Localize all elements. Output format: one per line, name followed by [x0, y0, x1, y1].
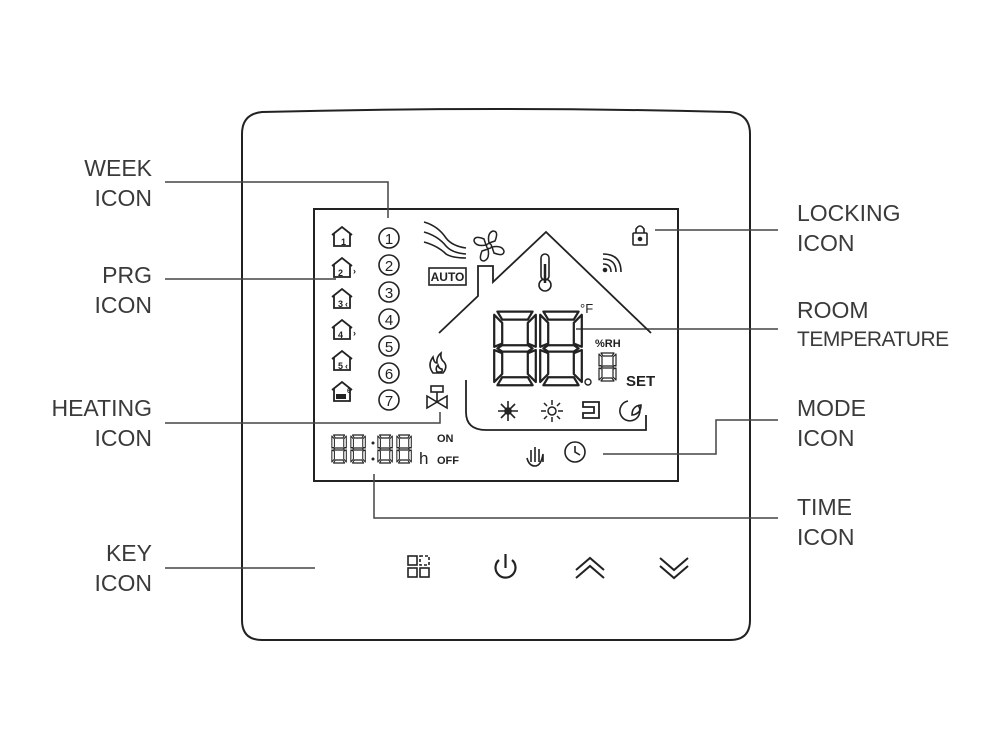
- week-day-4: 4: [378, 308, 400, 330]
- time-callout: TIME ICON: [797, 492, 977, 552]
- power-key[interactable]: [494, 554, 517, 579]
- house-outline: [438, 230, 652, 431]
- svg-text:2: 2: [385, 258, 393, 275]
- on-label: ON: [437, 433, 454, 445]
- time-digits: [331, 434, 412, 464]
- svg-text:7: 7: [385, 393, 393, 410]
- menu-key[interactable]: [407, 555, 430, 578]
- heating-callout-line1: HEATING: [51, 395, 152, 421]
- chevron-down-icon: [659, 557, 689, 580]
- svg-text:3: 3: [385, 285, 393, 302]
- mode-callout: MODE ICON: [797, 393, 977, 453]
- week-day-1: 1: [378, 227, 400, 249]
- chevron-up-icon: [575, 556, 605, 579]
- key-callout-line1: KEY: [105, 540, 152, 566]
- off-label: OFF: [437, 455, 459, 467]
- svg-text:1: 1: [341, 237, 346, 247]
- week-day-3: 3: [378, 281, 400, 303]
- prg-callout-line2: ICON: [94, 292, 153, 318]
- prg-callout-line1: PRG: [102, 262, 152, 288]
- svg-text:6: 6: [347, 388, 351, 395]
- key-callout-line2: ICON: [94, 570, 153, 596]
- auto-badge: [428, 267, 467, 286]
- week-day-7: 7: [378, 389, 400, 411]
- snowflake-icon: [498, 401, 518, 421]
- thermometer-icon: [538, 253, 552, 292]
- svg-text:5: 5: [385, 339, 393, 356]
- up-key[interactable]: [575, 556, 605, 579]
- svg-text:1: 1: [385, 231, 393, 248]
- time-callout-line1: TIME: [797, 494, 852, 520]
- prg-6-icon: 6: [331, 381, 353, 402]
- locking-callout-line2: ICON: [797, 230, 855, 256]
- heating-valve-icon: [426, 385, 448, 410]
- humidity-label: %RH: [595, 338, 621, 350]
- leader-lines: [165, 181, 778, 569]
- time-callout-line2: ICON: [797, 524, 855, 550]
- room-temperature-digits: [493, 310, 617, 387]
- room-callout-line2: TEMPERATURE: [797, 328, 949, 351]
- signal-icon: [602, 253, 622, 273]
- week-callout-line1: WEEK: [84, 155, 152, 181]
- svg-text:5: 5: [338, 361, 343, 371]
- heating-callout-line2: ICON: [94, 425, 153, 451]
- week-day-2: 2: [378, 254, 400, 276]
- prg-1-icon: 1: [331, 226, 353, 247]
- week-callout-line2: ICON: [94, 185, 153, 211]
- week-day-6: 6: [378, 362, 400, 384]
- down-key[interactable]: [659, 557, 689, 580]
- wind-icon: [423, 221, 467, 259]
- decimal-point: [584, 378, 592, 386]
- svg-text:‹: ‹: [345, 299, 348, 309]
- mode-callout-line2: ICON: [797, 425, 855, 451]
- lock-icon: [632, 225, 648, 246]
- week-icons: 1 2 3 4 5 6 7: [378, 227, 400, 411]
- locking-callout-line1: LOCKING: [797, 200, 901, 226]
- room-callout-line1: ROOM: [797, 297, 869, 323]
- menu-icon: [407, 555, 430, 578]
- prg-5-icon: 5‹: [331, 350, 353, 371]
- prg-4-icon: 4›: [331, 319, 356, 340]
- svg-text:›: ›: [353, 266, 356, 276]
- locking-callout: LOCKING ICON: [797, 198, 977, 258]
- degree-unit: °F: [580, 301, 593, 316]
- flame-icon: [429, 351, 447, 374]
- svg-text:›: ›: [353, 328, 356, 338]
- heater-icon: [582, 401, 600, 419]
- week-day-5: 5: [378, 335, 400, 357]
- svg-text:4: 4: [385, 312, 393, 329]
- prg-callout: PRG ICON: [40, 260, 153, 320]
- hour-unit: h: [419, 449, 428, 468]
- svg-text:2: 2: [338, 268, 343, 278]
- sun-icon: [541, 400, 563, 422]
- prg-icons: 1 2› 3‹ 4› 5‹ 6: [331, 226, 356, 402]
- svg-text:3: 3: [338, 299, 343, 309]
- prg-2-icon: 2›: [331, 257, 356, 278]
- room-callout: ROOM TEMPERATURE: [797, 295, 997, 355]
- auto-label: AUTO: [431, 270, 465, 284]
- eco-icon: [619, 400, 642, 422]
- heating-callout: HEATING ICON: [20, 393, 152, 453]
- key-callout: KEY ICON: [40, 538, 153, 598]
- fan-icon: [473, 230, 505, 262]
- svg-text:4: 4: [338, 330, 343, 340]
- prg-3-icon: 3‹: [331, 288, 353, 309]
- week-callout: WEEK ICON: [40, 153, 152, 213]
- mode-callout-line1: MODE: [797, 395, 866, 421]
- svg-text:6: 6: [385, 366, 393, 383]
- set-label: SET: [626, 373, 655, 390]
- power-icon: [494, 554, 517, 579]
- hand-icon: [526, 447, 544, 467]
- svg-text:‹: ‹: [345, 361, 348, 371]
- clock-icon: [564, 441, 586, 463]
